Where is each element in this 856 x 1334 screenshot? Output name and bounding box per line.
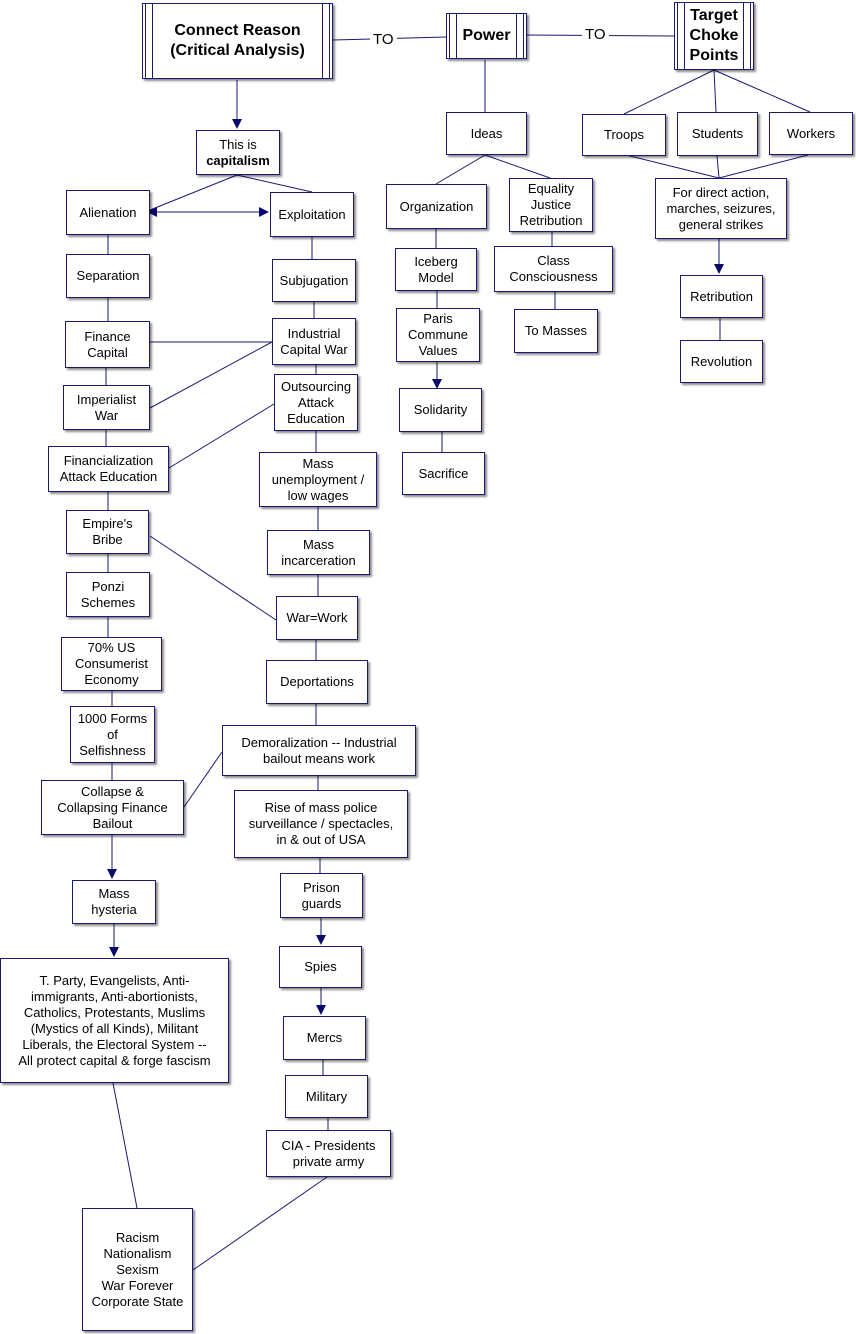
cia-node: CIA - Presidents private army [266,1130,391,1177]
retribution-node: Retribution [680,275,763,318]
edge-target-students [713,69,717,113]
exploitation-node: Exploitation [270,192,354,237]
edge-workers-action [718,154,809,179]
paris-commune-node: Paris Commune Values [396,308,480,362]
selfishness-node: 1000 Forms of Selfishness [70,706,155,763]
war-work-node: War=Work [276,596,358,640]
mass-unemployment-node: Mass unemployment / low wages [259,452,377,507]
prison-guards-node: Prison guards [280,873,363,918]
connector-line [168,403,275,469]
alienation-node: Alienation [66,190,150,235]
equality-node: Equality Justice Retribution [509,178,593,232]
class-consciousness-node: Class Consciousness [494,246,613,292]
connector-line [183,751,223,808]
subjugation-node: Subjugation [272,259,356,302]
troops-node: Troops [582,114,666,156]
imperialist-war-node: Imperialist War [63,385,150,430]
finance-capital-node: Finance Capital [65,321,150,368]
connector-line [192,1176,328,1271]
direct-action-node: For direct action, marches, seizures, ge… [655,178,787,239]
collapse-node: Collapse & Collapsing Finance Bailout [41,780,184,835]
ponzi-node: Ponzi Schemes [66,572,150,617]
sacrifice-node: Sacrifice [402,452,485,495]
edge-cap-exploitation [236,174,313,193]
edge-target-troops [623,69,715,115]
spies-node: Spies [279,946,362,988]
industrial-capital-war-node: Industrial Capital War [272,318,356,365]
workers-node: Workers [769,112,853,155]
connector-line [149,341,273,409]
capitalism-node-line2: capitalism [206,152,270,168]
edge-troops-action [625,154,720,179]
revolution-node: Revolution [680,340,763,383]
mass-incarceration-node: Mass incarceration [267,530,370,575]
to-masses-node: To Masses [514,309,598,353]
target-choke-points-node: Target Choke Points [674,2,754,70]
to-label-2: TO [582,26,609,44]
students-node: Students [677,112,758,156]
edge-cap-alienation [149,174,238,211]
capitalism-node: This is capitalism [196,130,280,175]
military-node: Military [285,1075,368,1118]
police-node: Rise of mass police surveillance / spect… [234,790,408,858]
demoralization-node: Demoralization -- Industrial bailout mea… [222,725,416,776]
empires-bribe-node: Empire's Bribe [66,510,149,554]
capitalism-node-line1: This is [219,136,257,152]
consumerist-node: 70% US Consumerist Economy [61,637,162,691]
power-node: Power [446,13,527,59]
connector-line [149,535,277,621]
ideas-node: Ideas [446,112,527,155]
solidarity-node: Solidarity [399,388,482,432]
deportations-node: Deportations [266,660,368,704]
connect-reason-node: Connect Reason (Critical Analysis) [142,3,333,79]
financialization-node: Financialization Attack Education [48,446,169,492]
racism-node: Racism Nationalism Sexism War Forever Co… [82,1208,193,1331]
separation-node: Separation [66,254,150,298]
edge-target-workers [713,69,811,113]
iceberg-node: Iceberg Model [395,248,477,291]
edge-students-action [716,155,720,179]
tparty-node: T. Party, Evangelists, Anti- immigrants,… [0,958,229,1083]
organization-node: Organization [386,184,487,229]
edge-ideas-organization [435,154,486,185]
outsourcing-node: Outsourcing Attack Education [274,374,358,431]
connector-line [112,1082,138,1209]
mass-hysteria-node: Mass hysteria [72,880,156,924]
to-label-1: TO [370,31,397,49]
mercs-node: Mercs [283,1016,366,1060]
edge-ideas-equality [484,154,551,179]
